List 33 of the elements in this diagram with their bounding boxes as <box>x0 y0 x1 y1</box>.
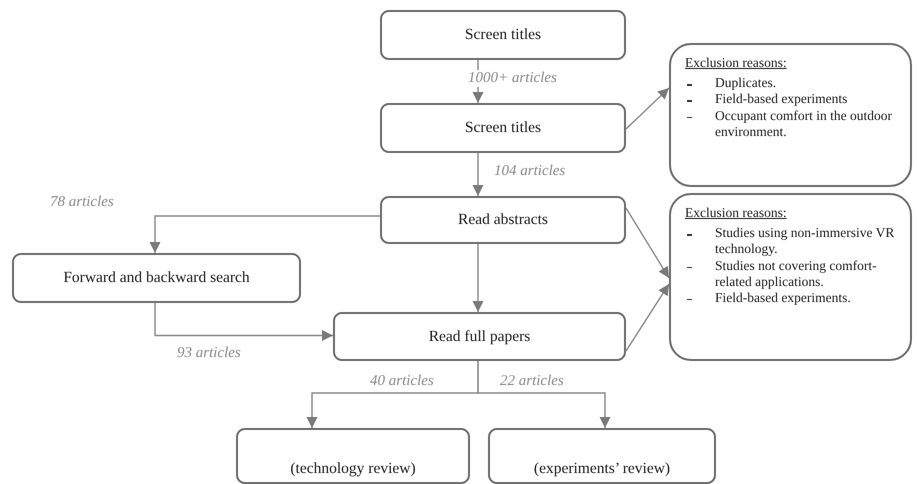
box-label: (experiments’ review) <box>534 460 670 478</box>
box-label: Read full papers <box>428 328 530 346</box>
list-item: Studies not covering comfort-related applications. <box>715 258 877 289</box>
arrow <box>626 88 670 130</box>
box-label: Screen titles <box>464 119 542 137</box>
arrow <box>477 361 610 428</box>
box-label: (technology review) <box>290 460 416 478</box>
process-box <box>12 253 301 303</box>
arrow <box>625 284 670 352</box>
box-label: Screen titles <box>464 26 542 44</box>
list-item: Duplicates. <box>715 75 776 90</box>
list-item: Occupant comfort in the outdoor environment. <box>715 108 892 139</box>
process-box <box>236 428 470 484</box>
edge-label: 1000+ articles <box>466 70 559 86</box>
arrow <box>154 303 333 341</box>
process-box <box>380 103 626 153</box>
process-box <box>488 428 716 484</box>
note-box <box>669 193 912 361</box>
box-label: Read abstracts <box>458 211 548 229</box>
list-item: Field-based experiments. <box>715 290 851 305</box>
note-heading: Exclusion reasons: <box>685 55 787 72</box>
arrow <box>150 215 380 253</box>
box-label: Forward and backward search <box>63 269 250 287</box>
note-box <box>669 43 912 187</box>
arrow <box>472 153 484 196</box>
list-item: Studies using non-immersive VR technology. <box>715 225 894 256</box>
process-box <box>333 312 626 361</box>
list-item: Field-based experiments <box>715 91 848 106</box>
process-box <box>380 196 626 244</box>
process-box <box>380 10 626 60</box>
note-heading: Exclusion reasons: <box>685 205 787 222</box>
arrow <box>472 244 484 312</box>
arrow <box>625 208 670 278</box>
